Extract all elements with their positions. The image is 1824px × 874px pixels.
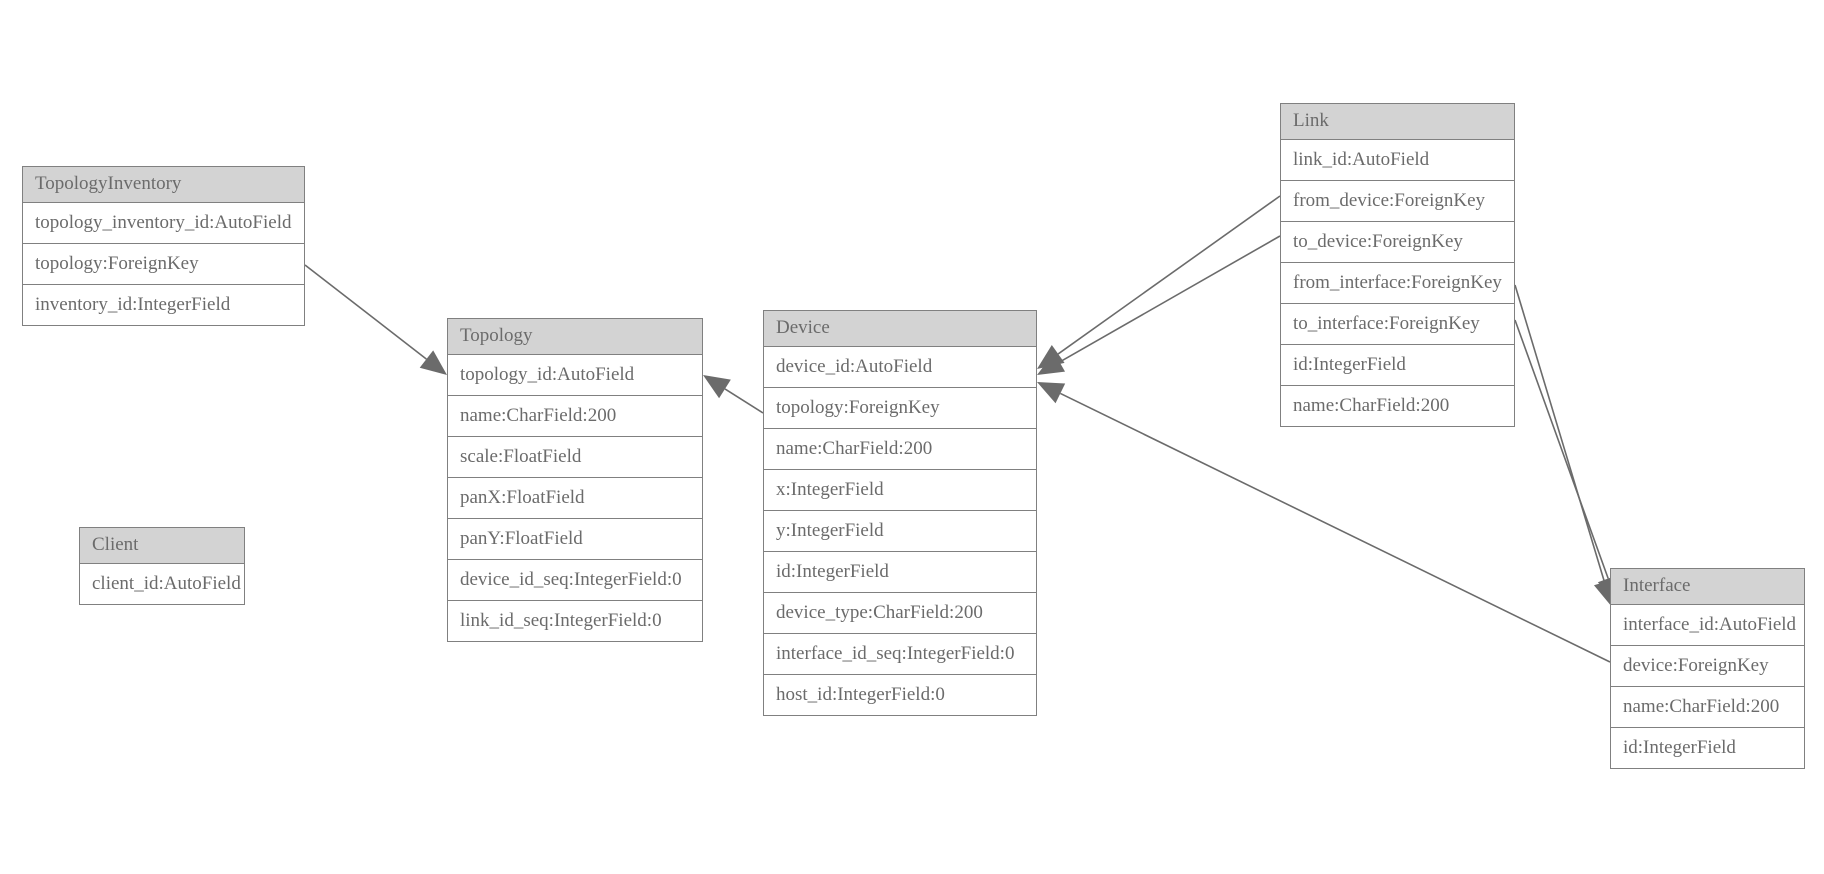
entity-interface-title: Interface: [1611, 569, 1804, 605]
entity-topology-title: Topology: [448, 319, 702, 355]
relationship-line: [724, 388, 764, 414]
entity-topology-field[interactable]: topology_id:AutoField: [448, 355, 702, 396]
relationship-line: [1514, 319, 1609, 579]
entity-topology-field[interactable]: link_id_seq:IntegerField:0: [448, 601, 702, 641]
entity-topology-field[interactable]: scale:FloatField: [448, 437, 702, 478]
entity-link-field[interactable]: link_id:AutoField: [1281, 140, 1514, 181]
entity-topologyinventory-field[interactable]: topology_inventory_id:AutoField: [23, 203, 304, 244]
entity-link-field[interactable]: id:IntegerField: [1281, 345, 1514, 386]
relationship-topologyinventory-topology: [304, 264, 447, 375]
entity-topology-field[interactable]: name:CharField:200: [448, 396, 702, 437]
entity-topology-field[interactable]: panX:FloatField: [448, 478, 702, 519]
relationship-line: [1057, 195, 1281, 355]
entity-device-field[interactable]: name:CharField:200: [764, 429, 1036, 470]
relationship-arrowhead: [703, 375, 731, 399]
entity-topologyinventory-field[interactable]: inventory_id:IntegerField: [23, 285, 304, 325]
relationship-line: [1060, 392, 1611, 663]
relationship-link-from-interface: [1514, 284, 1616, 607]
relationship-link-from-device: [1037, 195, 1281, 369]
entity-device-field[interactable]: x:IntegerField: [764, 470, 1036, 511]
entity-interface-field[interactable]: device:ForeignKey: [1611, 646, 1804, 687]
entity-link-field[interactable]: to_device:ForeignKey: [1281, 222, 1514, 263]
entity-link-field[interactable]: name:CharField:200: [1281, 386, 1514, 426]
entity-topologyinventory-field[interactable]: topology:ForeignKey: [23, 244, 304, 285]
entity-device-title: Device: [764, 311, 1036, 347]
relationship-device-topology: [703, 375, 764, 414]
relationship-line: [1059, 235, 1281, 363]
relationship-arrowhead: [1037, 382, 1066, 404]
relationship-arrowhead: [1037, 352, 1066, 375]
entity-link-title: Link: [1281, 104, 1514, 140]
entity-topology-field[interactable]: panY:FloatField: [448, 519, 702, 560]
entity-link-field[interactable]: to_interface:ForeignKey: [1281, 304, 1514, 345]
entity-topologyinventory-title: TopologyInventory: [23, 167, 304, 203]
entity-device-field[interactable]: y:IntegerField: [764, 511, 1036, 552]
entity-device-field[interactable]: device_id:AutoField: [764, 347, 1036, 388]
entity-device-field[interactable]: device_type:CharField:200: [764, 593, 1036, 634]
entity-device-field[interactable]: interface_id_seq:IntegerField:0: [764, 634, 1036, 675]
entity-client-field[interactable]: client_id:AutoField: [80, 564, 244, 604]
relationship-link-to-interface: [1514, 319, 1619, 603]
entity-interface-field[interactable]: interface_id:AutoField: [1611, 605, 1804, 646]
entity-link-field[interactable]: from_device:ForeignKey: [1281, 181, 1514, 222]
relationship-arrowhead: [419, 350, 447, 375]
entity-link-field[interactable]: from_interface:ForeignKey: [1281, 263, 1514, 304]
entity-interface-field[interactable]: name:CharField:200: [1611, 687, 1804, 728]
entity-device-field[interactable]: host_id:IntegerField:0: [764, 675, 1036, 715]
entity-topology-field[interactable]: device_id_seq:IntegerField:0: [448, 560, 702, 601]
relationship-line: [1514, 284, 1606, 583]
entity-interface-field[interactable]: id:IntegerField: [1611, 728, 1804, 768]
relationship-arrowhead: [1037, 344, 1065, 369]
relationship-link-to-device: [1037, 235, 1281, 375]
entity-client-title: Client: [80, 528, 244, 564]
relationship-line: [304, 264, 427, 360]
entity-device-field[interactable]: id:IntegerField: [764, 552, 1036, 593]
entity-device-field[interactable]: topology:ForeignKey: [764, 388, 1036, 429]
